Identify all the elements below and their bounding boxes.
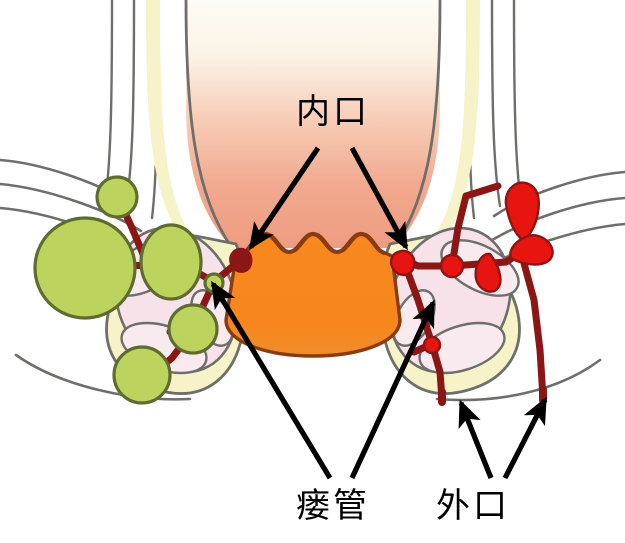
anal-canal-mucosa <box>224 232 402 358</box>
arrow-fistula-tract-right <box>349 299 436 480</box>
abscess-small-top <box>95 175 139 219</box>
annotation-arrows <box>210 146 548 480</box>
wall-line-left-2 <box>124 0 136 208</box>
arrow-external-opening-left <box>458 399 494 479</box>
tract-right-lateral-descending <box>518 252 547 402</box>
wall-line-right-1 <box>512 0 522 198</box>
wall-line-left-1 <box>104 0 114 198</box>
skin-surface-left <box>14 353 192 401</box>
internal-opening-right-marker <box>389 249 416 277</box>
label-external-opening: 外口 <box>436 486 510 526</box>
rectal-wall-inner-left <box>184 0 234 249</box>
skin-fold-right-middle <box>484 196 625 246</box>
swelling-right-lateral-top <box>504 181 540 242</box>
tract-right-top-spur <box>462 182 502 200</box>
swelling-right-lateral-body <box>509 234 554 266</box>
swelling-right-middle <box>474 252 502 293</box>
wall-line-right-2 <box>490 0 502 208</box>
arrow-internal-opening-right <box>349 146 409 251</box>
longitudinal-muscle-right-fill <box>430 0 480 246</box>
swelling-right-lower-node <box>422 335 442 355</box>
abscess-swellings-right <box>389 181 554 355</box>
arrow-fistula-tract-left <box>210 280 333 480</box>
perianal-skin-outlines <box>0 158 625 402</box>
abscess-medium-upper <box>139 223 203 301</box>
sphincter-bundle-right-lower <box>418 321 506 375</box>
arrow-internal-opening-left <box>248 146 321 251</box>
label-fistula-tract: 瘘管 <box>296 486 370 526</box>
abscess-small-bottom <box>112 345 172 405</box>
abscess-small-middle <box>167 303 219 355</box>
arrow-external-opening-right <box>502 396 548 480</box>
abscess-cavities-left <box>33 175 225 405</box>
rectal-mucosa-fill <box>186 0 440 248</box>
longitudinal-muscle-left-fill <box>146 0 196 246</box>
anal-canal <box>224 231 402 358</box>
swelling-right-junction <box>439 253 465 279</box>
internal-opening-left-marker <box>229 247 253 273</box>
abscess-large-left <box>33 216 137 320</box>
label-internal-opening: 内口 <box>296 92 370 132</box>
tract-right-ascending-branch <box>448 192 470 270</box>
